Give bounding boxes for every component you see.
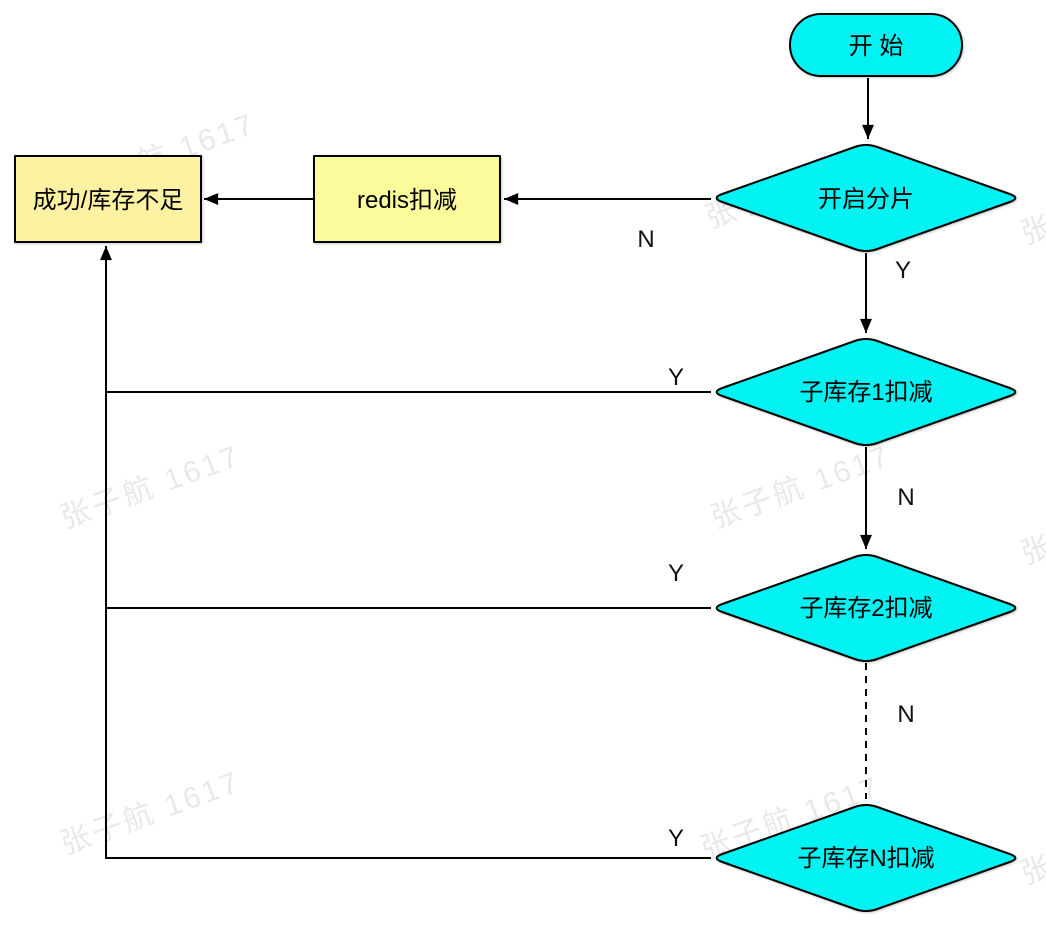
edge-label-shard-yes: Y	[895, 257, 911, 284]
decision-shard-check-label: 开启分片	[818, 186, 914, 213]
decision-sub-stock-1-label: 子库存1扣减	[799, 379, 932, 406]
decision-sub-stock-n-label: 子库存N扣减	[797, 845, 934, 872]
process-result-label: 成功/库存不足	[33, 187, 184, 214]
edge-label-sub2-yes: Y	[668, 560, 684, 587]
edge-label-sub1-no: N	[897, 484, 914, 511]
edge-label-sub2-no: N	[897, 701, 914, 728]
edge-label-shard-no: N	[637, 226, 654, 253]
start-node	[789, 13, 963, 77]
process-redis-deduct	[313, 155, 501, 243]
start-node-label: 开 始	[849, 33, 904, 60]
process-redis-deduct-label: redis扣减	[357, 187, 457, 214]
decision-sub-stock-1	[715, 338, 1017, 446]
decision-sub-stock-2-label: 子库存2扣减	[799, 595, 932, 622]
decision-shard-check	[715, 144, 1017, 252]
decision-sub-stock-2	[715, 554, 1017, 662]
edge-label-subn-yes: Y	[668, 825, 684, 852]
edge-label-sub1-yes: Y	[668, 364, 684, 391]
decision-sub-stock-n	[715, 804, 1017, 912]
process-result	[14, 155, 202, 243]
